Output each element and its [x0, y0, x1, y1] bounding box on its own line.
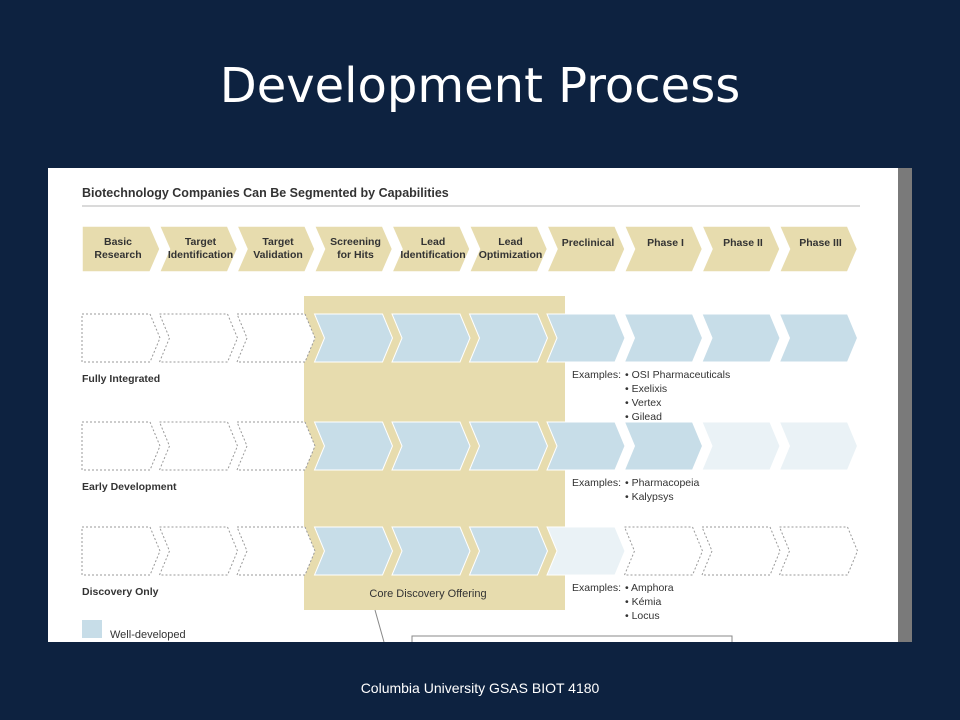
capability-chevron — [313, 313, 394, 363]
stage-label: Identification — [168, 249, 233, 261]
stage-chevron — [313, 225, 394, 273]
capability-chevron — [158, 313, 239, 363]
stage-label: Phase II — [723, 237, 763, 249]
example-item: • Pharmacopeia — [625, 477, 699, 489]
stage-label: Phase III — [799, 237, 842, 249]
stage-label: Research — [94, 249, 141, 261]
stage-label: Target — [262, 236, 294, 248]
slide-footer: Columbia University GSAS BIOT 4180 — [360, 680, 600, 696]
capability-chevron — [623, 526, 704, 576]
core-discovery-label: Core Discovery Offering — [369, 588, 486, 600]
row-label: Discovery Only — [82, 586, 159, 598]
stage-label: Target — [185, 236, 217, 248]
diagram-heading: Biotechnology Companies Can Be Segmented… — [82, 186, 449, 200]
examples-prefix: Examples: — [572, 369, 621, 381]
stage-label: Preclinical — [562, 237, 615, 249]
capability-chevron — [236, 526, 316, 576]
capability-chevron — [158, 526, 239, 576]
example-item: • OSI Pharmaceuticals — [625, 369, 730, 381]
example-item: • Exelixis — [625, 383, 667, 395]
slide-title: Development Process — [219, 58, 741, 114]
stage-chevron — [700, 225, 781, 273]
stage-label: for Hits — [337, 249, 374, 261]
capability-chevron — [236, 313, 316, 363]
examples-prefix: Examples: — [572, 582, 621, 594]
stage-label: Screening — [330, 236, 381, 248]
stage-chevron — [81, 225, 161, 273]
capability-chevron — [81, 313, 161, 363]
stage-chevron — [623, 225, 704, 273]
panel-scroll-edge — [898, 168, 912, 642]
capability-chevron — [778, 526, 859, 576]
stage-chevron — [158, 225, 239, 273]
capability-chevron — [778, 421, 859, 471]
capability-chevron — [623, 421, 704, 471]
row-label: Fully Integrated — [82, 373, 160, 385]
example-item: • Vertex — [625, 397, 662, 409]
stage-chevron — [468, 225, 549, 273]
capability-diagram: Biotechnology Companies Can Be Segmented… — [81, 186, 860, 642]
stage-label: Identification — [400, 249, 465, 261]
examples-prefix: Examples: — [572, 477, 621, 489]
capability-chevron — [468, 313, 549, 363]
capability-chevron — [391, 313, 471, 363]
capability-chevron — [546, 526, 626, 576]
capability-chevron — [313, 526, 394, 576]
example-item: • Amphora — [625, 582, 674, 594]
stage-label: Lead — [421, 236, 446, 248]
capability-chevron — [391, 526, 471, 576]
capability-chevron — [313, 421, 394, 471]
example-item: • Gilead — [625, 411, 662, 423]
capability-chevron — [623, 313, 704, 363]
stage-chevron — [545, 225, 626, 273]
stage-chevron — [778, 225, 859, 273]
stage-label: Validation — [253, 249, 303, 261]
capability-chevron — [701, 313, 781, 363]
stage-row: BasicResearchTargetIdentificationTargetV… — [81, 225, 859, 273]
capability-chevron — [701, 526, 781, 576]
stage-chevron — [390, 225, 471, 273]
capability-chevron — [468, 526, 549, 576]
row-label: Early Development — [82, 481, 177, 493]
capability-chevron — [778, 313, 859, 363]
stage-label: Phase I — [647, 237, 684, 249]
capability-chevron — [468, 421, 549, 471]
stage-chevron — [235, 225, 316, 273]
diagram-panel: Biotechnology Companies Can Be Segmented… — [48, 168, 898, 642]
capability-chevron — [546, 313, 626, 363]
example-item: • Kalypsys — [625, 491, 674, 503]
capability-chevron — [158, 421, 239, 471]
stage-label: Basic — [104, 236, 132, 248]
capability-chevron — [236, 421, 316, 471]
capability-chevron — [546, 421, 626, 471]
legend-label-well: Well-developed — [110, 629, 186, 641]
example-item: • Locus — [625, 610, 660, 622]
capability-chevron — [81, 526, 161, 576]
callout-line — [374, 609, 385, 642]
capability-chevron — [701, 421, 781, 471]
stage-label: Optimization — [479, 249, 543, 261]
stage-label: Lead — [498, 236, 523, 248]
legend-swatch-well — [82, 620, 102, 638]
capability-chevron — [391, 421, 471, 471]
example-item: • Kémia — [625, 596, 662, 608]
callout-box — [411, 635, 733, 642]
capability-chevron — [81, 421, 161, 471]
